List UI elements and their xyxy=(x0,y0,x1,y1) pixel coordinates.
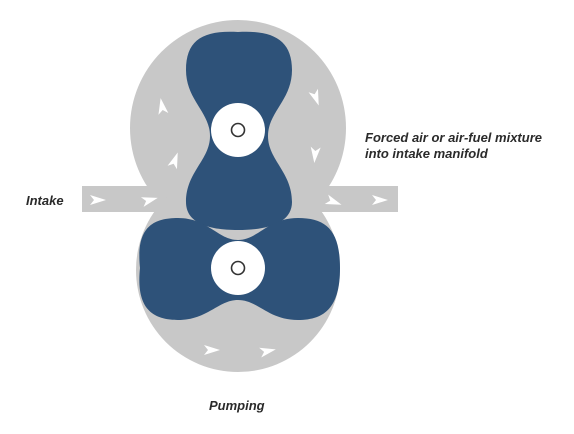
chevron-arrow-icon xyxy=(140,197,158,207)
chevron-arrow-icon xyxy=(204,345,220,355)
chevron-arrow-icon xyxy=(158,98,169,115)
pumping-label: Pumping xyxy=(209,398,265,413)
upper-shaft-icon xyxy=(230,122,246,138)
lower-shaft-hub xyxy=(211,241,265,295)
chevron-arrow-icon xyxy=(90,195,106,205)
chevron-arrow-icon xyxy=(324,194,342,205)
outlet-label-line1: Forced air or air-fuel mixture xyxy=(365,130,542,145)
lower-shaft-icon xyxy=(230,260,246,276)
chevron-arrow-icon xyxy=(372,195,388,205)
intake-label: Intake xyxy=(26,193,64,208)
outlet-label-line2: into intake manifold xyxy=(365,146,488,161)
outlet-label: Forced air or air-fuel mixture into inta… xyxy=(365,130,542,162)
upper-shaft-hub xyxy=(211,103,265,157)
chevron-arrow-icon xyxy=(308,88,319,106)
chevron-arrow-icon xyxy=(310,146,321,163)
chevron-arrow-icon xyxy=(167,152,178,170)
chevron-arrow-icon xyxy=(259,347,276,358)
